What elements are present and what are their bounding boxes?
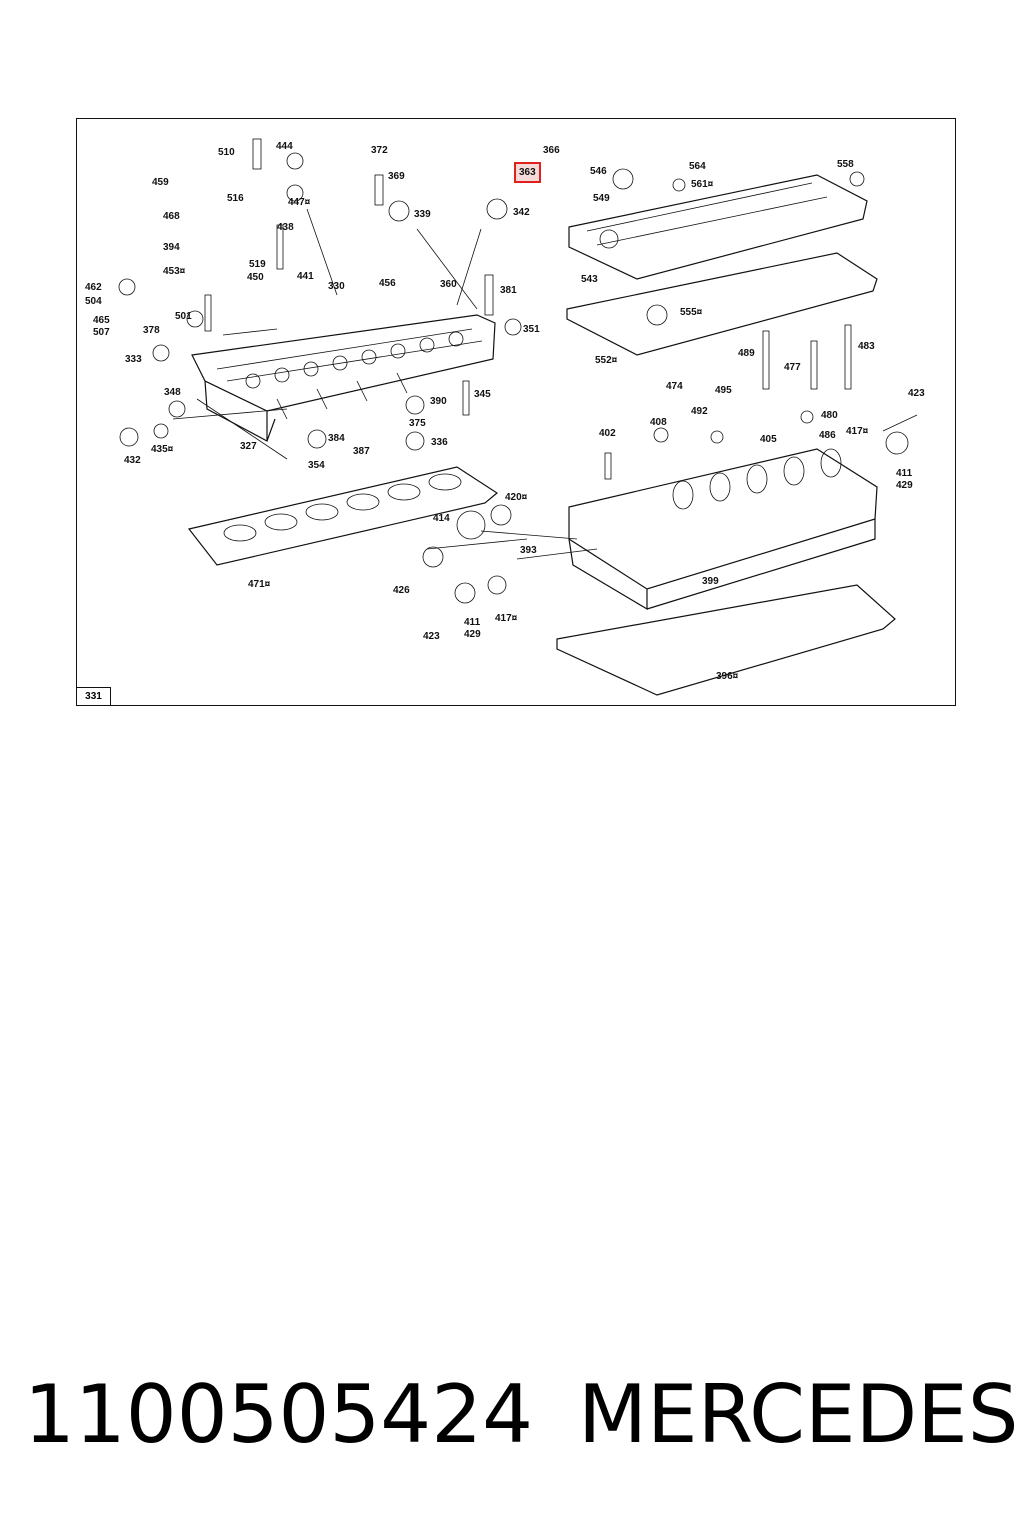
part-label[interactable]: 558	[837, 159, 854, 170]
bolt-drawings	[118, 138, 909, 604]
part-label[interactable]: 441	[297, 271, 314, 282]
part-label[interactable]: 333	[125, 354, 142, 365]
part-label[interactable]: 417¤	[495, 613, 518, 624]
part-label[interactable]: 411	[896, 468, 913, 479]
part-label[interactable]: 381	[500, 285, 517, 296]
part-label[interactable]: 561¤	[691, 179, 714, 190]
part-label[interactable]: 555¤	[680, 307, 703, 318]
part-label[interactable]: 375	[409, 418, 426, 429]
part-label[interactable]: 459	[152, 177, 169, 188]
part-label[interactable]: 342	[513, 207, 530, 218]
part-label[interactable]: 474	[666, 381, 683, 392]
housing-gasket-drawing	[556, 584, 896, 696]
part-label[interactable]: 330	[328, 281, 345, 292]
part-label[interactable]: 519	[249, 259, 266, 270]
part-label[interactable]: 549	[593, 193, 610, 204]
part-label[interactable]: 429	[464, 629, 481, 640]
part-label[interactable]: 351	[523, 324, 540, 335]
highlighted-part-label[interactable]: 363	[514, 162, 541, 183]
part-label[interactable]: 450	[247, 272, 264, 283]
part-label[interactable]: 408	[650, 417, 667, 428]
valve-cover-drawing	[568, 174, 868, 280]
part-label[interactable]: 345	[474, 389, 491, 400]
part-label[interactable]: 336	[431, 437, 448, 448]
part-label[interactable]: 480	[821, 410, 838, 421]
part-label[interactable]: 372	[371, 145, 388, 156]
part-label[interactable]: 402	[599, 428, 616, 439]
part-label[interactable]: 429	[896, 480, 913, 491]
part-label[interactable]: 348	[164, 387, 181, 398]
parts-diagram: 510 444 372 366 363 546 564 558 459 516 …	[76, 118, 956, 706]
camshaft-housing-drawing	[568, 448, 878, 611]
part-label[interactable]: 405	[760, 434, 777, 445]
part-label[interactable]: 564	[689, 161, 706, 172]
part-label[interactable]: 396¤	[716, 671, 739, 682]
part-label[interactable]: 411	[464, 617, 481, 628]
exploded-engine-drawing	[118, 138, 918, 696]
part-label[interactable]: 501	[175, 311, 192, 322]
part-label[interactable]: 483	[858, 341, 875, 352]
part-label[interactable]: 456	[379, 278, 396, 289]
part-label[interactable]: 387	[353, 446, 370, 457]
part-label[interactable]: 510	[218, 147, 235, 158]
head-gasket-drawing	[187, 466, 499, 566]
part-label[interactable]: 369	[388, 171, 405, 182]
page-number: 331	[77, 687, 111, 705]
leader-lines	[172, 208, 918, 560]
part-label[interactable]: 394	[163, 242, 180, 253]
part-label[interactable]: 423	[423, 631, 440, 642]
part-label[interactable]: 471¤	[248, 579, 271, 590]
cover-gasket-drawing	[566, 252, 878, 356]
part-label[interactable]: 504	[85, 296, 102, 307]
part-label[interactable]: 360	[440, 279, 457, 290]
part-label[interactable]: 468	[163, 211, 180, 222]
part-label[interactable]: 438	[277, 222, 294, 233]
cylinder-head-drawing	[191, 314, 496, 442]
part-label[interactable]: 354	[308, 460, 325, 471]
part-label[interactable]: 390	[430, 396, 447, 407]
part-label[interactable]: 384	[328, 433, 345, 444]
part-label[interactable]: 432	[124, 455, 141, 466]
part-label[interactable]: 462	[85, 282, 102, 293]
part-label[interactable]: 420¤	[505, 492, 528, 503]
part-label[interactable]: 543	[581, 274, 598, 285]
part-label[interactable]: 417¤	[846, 426, 869, 437]
part-label[interactable]: 435¤	[151, 444, 174, 455]
part-label[interactable]: 327	[240, 441, 257, 452]
part-label[interactable]: 447¤	[288, 197, 311, 208]
part-label[interactable]: 507	[93, 327, 110, 338]
caption: 1100505424 MERCEDES	[24, 1368, 1019, 1461]
part-label[interactable]: 339	[414, 209, 431, 220]
part-label[interactable]: 453¤	[163, 266, 186, 277]
part-label[interactable]: 399	[702, 576, 719, 587]
part-label[interactable]: 426	[393, 585, 410, 596]
part-label[interactable]: 477	[784, 362, 801, 373]
part-label[interactable]: 546	[590, 166, 607, 177]
part-label[interactable]: 414	[433, 513, 450, 524]
part-label[interactable]: 444	[276, 141, 293, 152]
part-label[interactable]: 492	[691, 406, 708, 417]
part-label[interactable]: 516	[227, 193, 244, 204]
brand-name: MERCEDES	[578, 1368, 1019, 1461]
part-label[interactable]: 495	[715, 385, 732, 396]
part-label[interactable]: 423	[908, 388, 925, 399]
part-label[interactable]: 393	[520, 545, 537, 556]
part-label[interactable]: 366	[543, 145, 560, 156]
part-label[interactable]: 552¤	[595, 355, 618, 366]
part-label[interactable]: 486	[819, 430, 836, 441]
part-label[interactable]: 465	[93, 315, 110, 326]
part-number: 1100505424	[24, 1368, 533, 1461]
part-label[interactable]: 378	[143, 325, 160, 336]
part-label[interactable]: 489	[738, 348, 755, 359]
